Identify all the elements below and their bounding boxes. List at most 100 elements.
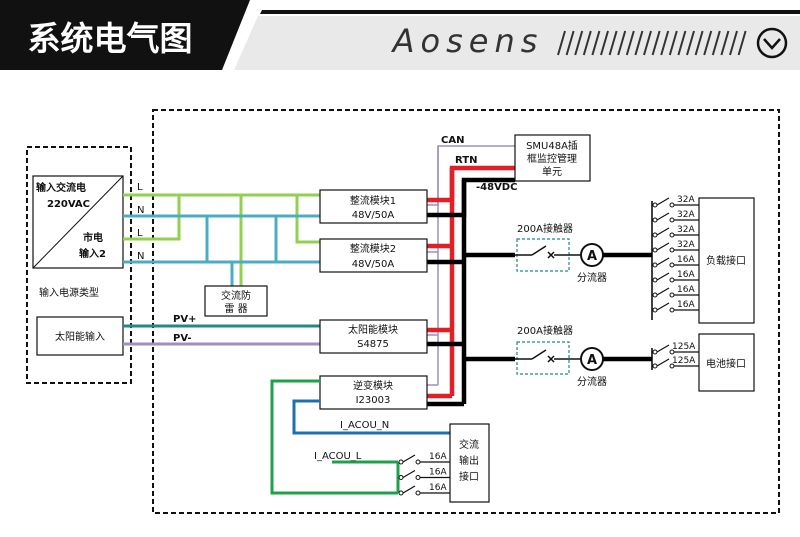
surge-arrester-label-1: 交流防 <box>221 289 251 302</box>
battery-contactor-label: 200A接触器 <box>517 324 573 337</box>
inverter-module-name: 逆变模块 <box>353 379 393 392</box>
battery-port <box>698 333 755 392</box>
load-port-label: 负载接口 <box>706 254 746 267</box>
rtn-label: RTN <box>455 155 477 166</box>
load-breaker-3: 32A <box>652 225 699 238</box>
battery-port-label: 电池接口 <box>706 357 746 370</box>
solar-module-name: 太阳能模块 <box>348 323 398 336</box>
terminal-n1: N <box>137 205 144 216</box>
ac-output-label-1: 交流 <box>459 438 479 451</box>
load-shunt-ammeter-icon: A <box>580 243 604 267</box>
ac-input-divider <box>32 175 124 269</box>
header-title-bar <box>0 0 250 70</box>
load-breaker-3-rating: 32A <box>677 225 695 235</box>
rectifier-module-2 <box>319 238 428 273</box>
load-breaker-6: 16A <box>652 270 699 283</box>
load-breaker-4: 32A <box>652 240 699 253</box>
pv-minus-label: PV- <box>173 333 192 344</box>
system-boundary <box>152 109 780 514</box>
load-breaker-2: 32A <box>652 210 699 223</box>
surge-arrester-label-2: 雷 器 <box>224 303 247 315</box>
iacou-n-wire <box>292 399 450 435</box>
load-breakers: 32A 32A 32A 32A 16A 16A 16A 16A <box>652 195 699 313</box>
header-top-rule <box>260 10 800 14</box>
solar-input-label: 太阳能输入 <box>55 330 105 343</box>
svg-text:A: A <box>587 249 597 264</box>
rtn-bus-wires <box>427 165 515 399</box>
load-contactor-switch-icon <box>515 245 580 259</box>
dc-bus-label: -48VDC <box>476 182 517 193</box>
load-breaker-7: 16A <box>652 285 699 298</box>
load-breaker-2-rating: 32A <box>677 210 695 220</box>
header-hatch-decoration <box>557 30 747 56</box>
pv-plus-label: PV+ <box>173 314 196 325</box>
rectifier-1-rating: 48V/50A <box>352 210 395 221</box>
ac-output-label-2: 输出 <box>459 454 479 467</box>
battery-breaker-1-rating: 125A <box>672 342 696 352</box>
iacou-l-label: I_ACOU_L <box>314 451 362 462</box>
ac-out-breaker-3: 16A <box>398 483 450 496</box>
battery-breaker-1: 125A <box>652 342 699 355</box>
ac-out-breaker-1-rating: 16A <box>429 452 447 462</box>
smu-label-3: 单元 <box>542 166 562 178</box>
mains-label: 市电 <box>83 231 103 244</box>
mains-input2-label: 输入2 <box>79 247 106 260</box>
battery-breaker-2: 125A <box>652 356 699 369</box>
chevron-down-circle-icon[interactable] <box>756 27 788 59</box>
load-breaker-1-rating: 32A <box>677 195 695 205</box>
battery-shunt-label: 分流器 <box>577 375 607 388</box>
rectifier-1-name: 整流模块1 <box>350 194 396 207</box>
load-port <box>698 197 755 324</box>
smu-monitor-unit <box>514 134 591 182</box>
load-breaker-6-rating: 16A <box>677 270 695 280</box>
surge-arrester-box <box>204 285 268 317</box>
rectifier-2-name: 整流模块2 <box>350 242 396 255</box>
ac-output-label-3: 接口 <box>459 470 479 483</box>
iacou-l-wire <box>270 379 398 495</box>
load-shunt-label: 分流器 <box>577 271 607 284</box>
load-contactor-label: 200A接触器 <box>517 222 573 235</box>
input-type-caption: 输入电源类型 <box>39 286 99 299</box>
battery-contactor-switch-icon <box>515 349 580 363</box>
solar-module-model: S4875 <box>357 339 389 350</box>
terminal-l1: L <box>137 182 143 193</box>
dc-bus-wires <box>427 177 515 407</box>
load-breaker-5-rating: 16A <box>677 255 695 265</box>
rectifier-module-1 <box>319 189 428 224</box>
page-title: 系统电气图 <box>28 19 193 58</box>
ac-out-breaker-2: 16A <box>398 468 450 480</box>
terminal-l2: L <box>137 228 143 239</box>
load-breaker-7-rating: 16A <box>677 285 695 295</box>
battery-breakers: 125A 125A <box>652 342 699 369</box>
inverter-module-model: I23003 <box>356 395 391 406</box>
input-source-boundary <box>26 146 132 384</box>
smu-label-1: SMU48A插 <box>526 139 578 152</box>
brand-name: Aosens <box>391 22 544 60</box>
ac-line-wires <box>123 193 320 288</box>
header-brand-bar <box>234 16 800 70</box>
ac-out-breakers: 16A 16A 16A <box>398 452 450 496</box>
solar-input-box <box>36 316 124 356</box>
ac-voltage-label: 220VAC <box>47 199 90 210</box>
ac-out-breaker-1: 16A <box>398 452 450 465</box>
load-breaker-4-rating: 32A <box>677 240 695 250</box>
battery-shunt-ammeter-icon: A <box>580 347 604 371</box>
rectifier-2-rating: 48V/50A <box>352 259 395 270</box>
battery-contactor-box <box>516 341 570 375</box>
inverter-module <box>319 375 428 410</box>
svg-text:A: A <box>587 353 597 368</box>
load-breaker-5: 16A <box>652 255 699 268</box>
can-label: CAN <box>441 135 464 146</box>
load-breaker-8-rating: 16A <box>677 300 695 310</box>
battery-breaker-2-rating: 125A <box>672 356 696 366</box>
iacou-n-label: I_ACOU_N <box>340 420 389 431</box>
load-breaker-1: 32A <box>652 195 699 208</box>
ac-input-label: 输入交流电 <box>36 181 86 194</box>
ac-out-breaker-2-rating: 16A <box>429 468 447 478</box>
load-breaker-8: 16A <box>652 300 699 313</box>
smu-label-2: 框监控管理 <box>527 152 577 165</box>
terminal-n2: N <box>137 251 144 262</box>
ac-out-breaker-3-rating: 16A <box>429 483 447 493</box>
ac-neutral-wires <box>123 214 320 288</box>
